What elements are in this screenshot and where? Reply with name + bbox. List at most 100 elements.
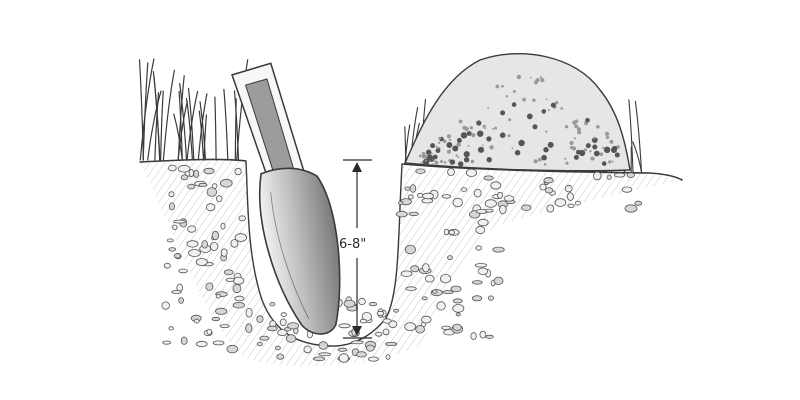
- mound-speckle: [532, 99, 535, 102]
- pebble: [456, 313, 460, 316]
- pebble: [189, 169, 193, 176]
- pebble: [437, 302, 445, 310]
- pebble: [522, 205, 532, 211]
- pebble: [383, 319, 391, 323]
- mound-speckle: [450, 159, 455, 164]
- mound-speckle: [517, 75, 521, 79]
- pebble: [409, 212, 419, 216]
- mound-speckle: [500, 132, 506, 138]
- pebble: [488, 296, 493, 300]
- pebble: [239, 216, 246, 221]
- pebble: [162, 302, 170, 309]
- pebble: [173, 225, 177, 230]
- mound-speckle: [540, 78, 544, 82]
- mound-speckle: [477, 131, 483, 137]
- mound-speckle: [530, 77, 532, 79]
- mound-speckle: [615, 153, 620, 158]
- mound-speckle: [468, 145, 470, 147]
- pebble: [207, 329, 212, 334]
- mound-speckle: [482, 144, 484, 146]
- pebble: [476, 226, 485, 233]
- pebble: [547, 205, 554, 212]
- pebble: [607, 175, 611, 179]
- pebble: [202, 241, 208, 249]
- pebble: [565, 185, 572, 192]
- pebble: [376, 332, 382, 336]
- pebble: [196, 259, 207, 266]
- pebble: [199, 183, 207, 186]
- mound-speckle: [446, 142, 452, 148]
- mound-speckle: [577, 127, 581, 131]
- mound-speckle: [422, 152, 426, 156]
- pebble: [441, 326, 450, 329]
- mound-speckle: [494, 127, 497, 130]
- pebble: [425, 275, 434, 282]
- pebble: [174, 254, 180, 258]
- pebble: [210, 242, 218, 250]
- pebble: [401, 271, 412, 277]
- pebble: [235, 168, 241, 175]
- mound-speckle: [574, 125, 578, 129]
- pebble: [453, 324, 461, 330]
- pebble: [394, 309, 399, 312]
- mound-speckle: [476, 120, 481, 125]
- mound-speckle: [471, 160, 474, 163]
- pebble: [627, 173, 634, 178]
- pebble: [411, 266, 419, 272]
- pebble: [416, 326, 425, 334]
- pebble: [453, 305, 464, 313]
- mound-speckle: [458, 161, 463, 166]
- soil-mound-icon: [405, 54, 630, 171]
- pebble: [478, 268, 488, 275]
- mound-speckle: [426, 155, 428, 157]
- pebble: [189, 250, 201, 257]
- pebble: [498, 192, 503, 198]
- pebble: [408, 195, 413, 199]
- mound-speckle: [602, 147, 604, 149]
- pebble: [399, 201, 403, 204]
- pebble: [461, 188, 467, 192]
- pebble: [344, 300, 355, 307]
- pebble: [422, 297, 427, 300]
- mound-speckle: [594, 151, 600, 157]
- mound-speckle: [434, 160, 436, 162]
- pebble: [178, 165, 190, 172]
- pebble: [233, 302, 244, 308]
- pebble: [369, 302, 376, 306]
- mound-speckle: [440, 160, 443, 163]
- pebble: [472, 281, 482, 285]
- pebble: [207, 188, 217, 197]
- pebble: [441, 274, 451, 283]
- mound-speckle: [444, 161, 447, 164]
- pebble: [386, 342, 397, 345]
- pebble: [486, 335, 494, 338]
- mound-speckle: [492, 128, 494, 130]
- mound-speckle: [589, 150, 591, 152]
- pebble: [423, 264, 430, 272]
- grass-blade: [224, 89, 228, 160]
- pebble: [339, 324, 350, 328]
- pebble: [319, 353, 331, 356]
- pebble: [448, 168, 455, 175]
- dimension-arrowhead-top: [352, 162, 362, 172]
- mound-speckle: [426, 150, 431, 155]
- grass-blade: [215, 97, 216, 160]
- pebble: [368, 357, 378, 361]
- mound-speckle: [508, 118, 511, 121]
- pebble: [194, 170, 199, 177]
- pebble: [567, 193, 573, 201]
- pebble: [313, 357, 324, 361]
- mound-speckle: [470, 126, 473, 129]
- mound-speckle: [447, 150, 451, 154]
- grass-blade: [161, 91, 164, 160]
- pebble: [484, 176, 493, 180]
- pebble: [224, 270, 233, 275]
- mound-speckle: [438, 142, 440, 144]
- mound-speckle: [452, 146, 458, 152]
- pebble: [216, 308, 227, 314]
- pebble: [188, 226, 196, 232]
- pebble: [383, 329, 389, 335]
- pebble: [575, 201, 580, 205]
- pebble: [352, 341, 364, 344]
